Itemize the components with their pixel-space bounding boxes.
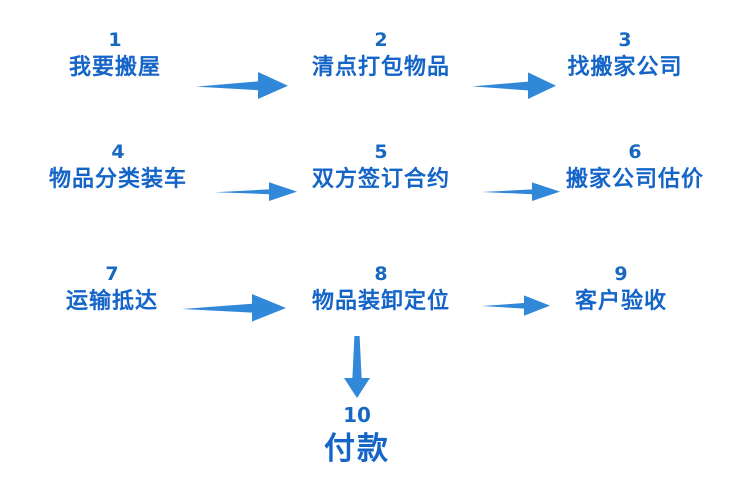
step-8-number: 8 (374, 263, 388, 285)
step-2-number: 2 (374, 29, 388, 51)
flow-row-3: 7 运输抵达 8 物品装卸定位 9 客户验收 (0, 246, 750, 356)
flow-row-1: 1 我要搬屋 2 清点打包物品 3 找搬家公司 (0, 10, 750, 120)
step-6-label: 搬家公司估价 (565, 167, 705, 192)
arrow-right-icon-step8-to-step9 (482, 290, 550, 324)
flow-step-6[interactable]: 6 搬家公司估价 (566, 140, 704, 196)
step-9-label: 客户验收 (574, 289, 668, 314)
step-1-number: 1 (108, 29, 122, 51)
step-4-label: 物品分类装车 (48, 167, 188, 192)
flow-step-2[interactable]: 2 清点打包物品 (312, 28, 450, 84)
flow-step-8[interactable]: 8 物品装卸定位 (312, 262, 450, 318)
arrow-down-icon-step8-to-step10 (340, 336, 374, 402)
flow-step-10[interactable]: 10 付款 (324, 402, 390, 470)
flow-step-3[interactable]: 3 找搬家公司 (567, 28, 682, 84)
arrow-right-icon-step7-to-step8 (182, 290, 286, 328)
step-7-label: 运输抵达 (65, 289, 159, 314)
flow-row-2: 4 物品分类装车 5 双方签订合约 6 搬家公司估价 (0, 132, 750, 242)
arrow-right-icon-step1-to-step2 (196, 68, 288, 106)
flow-step-1[interactable]: 1 我要搬屋 (69, 28, 161, 84)
step-8-label: 物品装卸定位 (311, 289, 451, 314)
step-3-label: 找搬家公司 (567, 55, 683, 80)
arrow-right-icon-step5-to-step6 (482, 178, 560, 208)
step-3-number: 3 (618, 29, 632, 51)
step-4-number: 4 (111, 141, 125, 163)
step-6-number: 6 (628, 141, 642, 163)
step-5-label: 双方签订合约 (311, 167, 451, 192)
step-5-number: 5 (374, 141, 388, 163)
step-10-number: 10 (343, 403, 371, 427)
flow-step-9[interactable]: 9 客户验收 (575, 262, 667, 318)
step-10-label: 付款 (324, 431, 390, 467)
arrow-right-icon-step2-to-step3 (472, 68, 556, 106)
step-7-number: 7 (105, 263, 119, 285)
flow-step-7[interactable]: 7 运输抵达 (66, 262, 158, 318)
step-9-number: 9 (614, 263, 628, 285)
arrow-right-icon-step4-to-step5 (215, 178, 297, 208)
flow-step-4[interactable]: 4 物品分类装车 (49, 140, 187, 196)
step-2-label: 清点打包物品 (311, 55, 451, 80)
step-1-label: 我要搬屋 (68, 55, 162, 80)
flow-step-5[interactable]: 5 双方签订合约 (312, 140, 450, 196)
